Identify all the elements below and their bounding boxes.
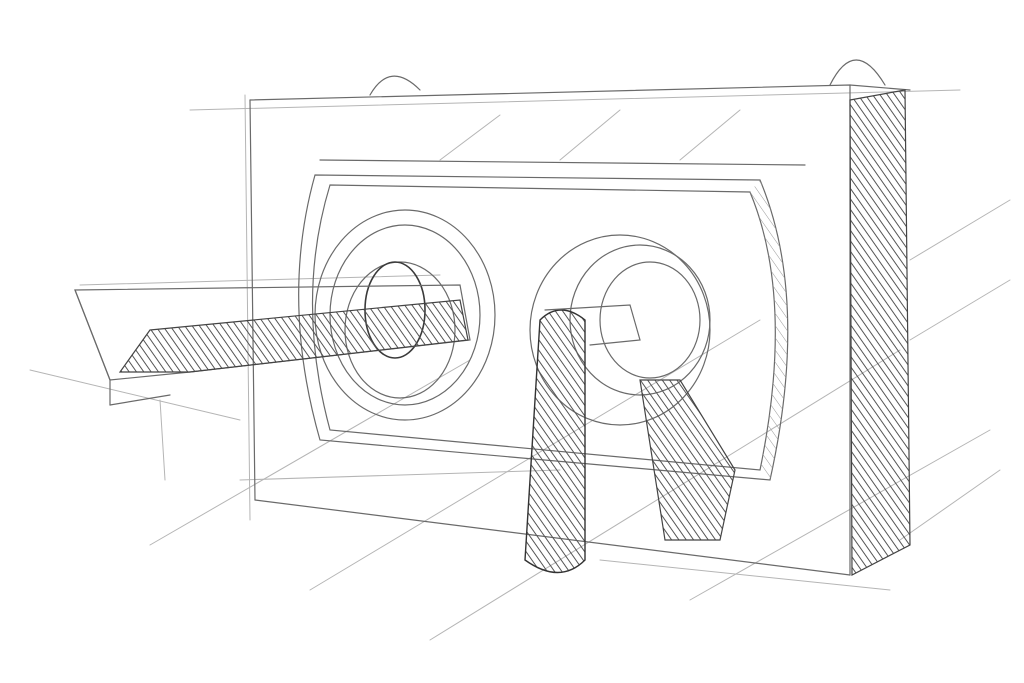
mixer-lever-assembly (524, 234, 736, 574)
mounting-loop-right (829, 59, 886, 86)
box-side-shaded (849, 89, 911, 576)
faucet-spout (74, 284, 471, 406)
cover-plate (298, 159, 806, 481)
mounting-loop-left (369, 75, 421, 96)
lever-handle (524, 309, 586, 574)
valve-box (249, 59, 911, 576)
